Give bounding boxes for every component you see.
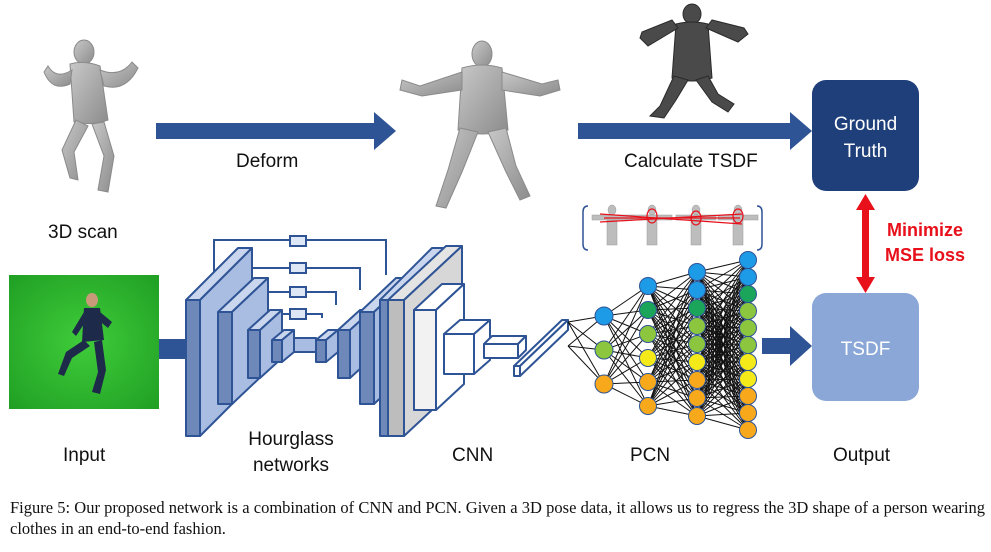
pcn-node <box>639 301 657 319</box>
pcn-edge <box>603 333 649 385</box>
pcn-node <box>739 370 757 388</box>
pcn-node <box>688 263 706 281</box>
pcn-node <box>688 281 706 299</box>
deformed-figure <box>399 40 561 209</box>
pcn-edge <box>647 271 698 335</box>
ground-truth-box <box>812 80 919 191</box>
pcn-edge <box>647 325 698 359</box>
pcn-node <box>688 335 706 353</box>
pcn-edge <box>603 285 649 351</box>
pcn-node <box>739 336 757 354</box>
pcn-edge <box>647 285 698 327</box>
pcn-thumbnail <box>582 204 763 251</box>
pcn-edge <box>647 307 698 359</box>
pcn-node <box>688 353 706 371</box>
pcn-edge <box>647 289 698 335</box>
pcn-node <box>594 340 614 360</box>
pcn-edge <box>696 276 749 417</box>
input-label: Input <box>63 445 106 466</box>
pcn-edge <box>696 395 749 417</box>
pcn-node <box>739 251 757 269</box>
pcn-edge <box>647 343 698 407</box>
pcn-edge <box>647 343 698 383</box>
cnn-layers <box>387 245 569 437</box>
pcn-node <box>594 374 614 394</box>
pcn-edge <box>647 361 698 407</box>
pcn-nodes <box>594 251 757 439</box>
pcn-edge <box>696 378 749 417</box>
loss-label-line1: Minimize <box>887 220 963 240</box>
pcn-edge <box>603 349 649 407</box>
pcn-node <box>639 349 657 367</box>
pcn-node <box>688 371 706 389</box>
pcn-node <box>639 277 657 295</box>
pcn-node <box>594 306 614 326</box>
pcn-node <box>688 407 706 425</box>
pcn-edge <box>696 259 749 327</box>
pcn-edge <box>696 259 749 345</box>
hourglass-label-line2: networks <box>253 455 329 476</box>
tsdf-voxel-figure <box>639 3 749 119</box>
pcn-edge <box>647 271 698 311</box>
calc-tsdf-label: Calculate TSDF <box>624 151 758 172</box>
pcn-edge <box>696 361 749 417</box>
hourglass-label-line1: Hourglass <box>248 429 334 450</box>
pcn-output-arrow <box>762 326 812 366</box>
pcn-edge <box>696 259 749 417</box>
pcn-node <box>639 397 657 415</box>
tsdf-output-box <box>812 293 919 401</box>
deform-arrow <box>156 112 396 150</box>
pcn-edge <box>603 315 649 383</box>
deform-label: Deform <box>236 151 298 172</box>
ground-truth-label-line2: Truth <box>844 141 888 162</box>
pcn-edge <box>647 307 698 383</box>
pcn-edge <box>696 259 749 399</box>
pcn-node <box>739 285 757 303</box>
pcn-node <box>739 353 757 371</box>
loss-label-line2: MSE loss <box>885 245 965 265</box>
pcn-node <box>739 319 757 337</box>
cnn-label: CNN <box>452 445 493 466</box>
pcn-node <box>688 317 706 335</box>
tsdf-output-label: TSDF <box>841 339 891 360</box>
pcn-edge <box>603 285 649 385</box>
pcn-label: PCN <box>630 445 670 466</box>
pcn-node <box>639 373 657 391</box>
figure-caption: Figure 5: Our proposed network is a comb… <box>10 498 985 538</box>
pcn-node <box>639 325 657 343</box>
pcn-edge <box>603 315 649 359</box>
pcn-edge <box>696 344 749 417</box>
pcn-edge <box>647 307 698 335</box>
pcn-node <box>739 404 757 422</box>
pcn-edge <box>567 321 605 385</box>
pcn-edge <box>696 259 749 291</box>
output-label: Output <box>833 445 891 466</box>
pcn-node <box>688 389 706 407</box>
scan-figure <box>43 39 139 193</box>
ground-truth-label-line1: Ground <box>834 114 897 135</box>
loss-double-arrow <box>856 194 875 293</box>
pcn-node <box>739 421 757 439</box>
scan-label: 3D scan <box>48 222 118 243</box>
pcn-edge <box>603 309 649 385</box>
hourglass-skip-blocks <box>289 235 307 320</box>
hourglass-encoder <box>185 247 317 437</box>
pcn-edge <box>647 379 698 407</box>
pcn-edge <box>647 325 698 383</box>
pcn-edge <box>696 259 749 309</box>
pcn-node <box>739 268 757 286</box>
calc-tsdf-arrow <box>578 112 812 150</box>
pcn-node <box>739 302 757 320</box>
pcn-edge <box>603 315 649 407</box>
pcn-edge <box>603 309 649 351</box>
pcn-node <box>739 387 757 405</box>
input-arrow-stub <box>159 339 187 359</box>
pcn-edge <box>647 289 698 359</box>
pcn-node <box>688 299 706 317</box>
pcn-edges <box>567 259 749 431</box>
input-image <box>9 275 159 409</box>
pcn-edge <box>647 325 698 407</box>
